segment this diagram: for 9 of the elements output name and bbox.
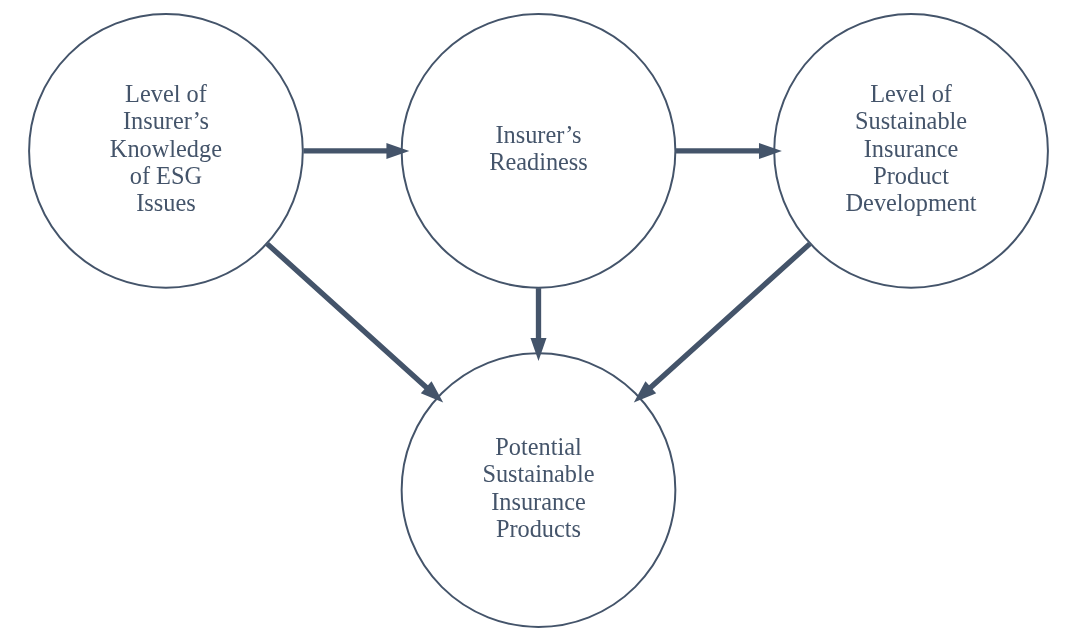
node-circle: Level of Sustainable Insurance Product Development bbox=[772, 13, 1049, 289]
arrow bbox=[675, 142, 782, 159]
arrow bbox=[633, 241, 812, 403]
arrow bbox=[264, 241, 443, 403]
arrow bbox=[530, 288, 546, 361]
arrow bbox=[302, 142, 409, 159]
node-circle: Level of Insurer’s Knowledge of ESG Issues bbox=[27, 13, 304, 289]
node-circle: Insurer’s Readiness bbox=[400, 13, 676, 289]
node-circle: Potential Sustainable Insurance Products bbox=[400, 352, 676, 628]
